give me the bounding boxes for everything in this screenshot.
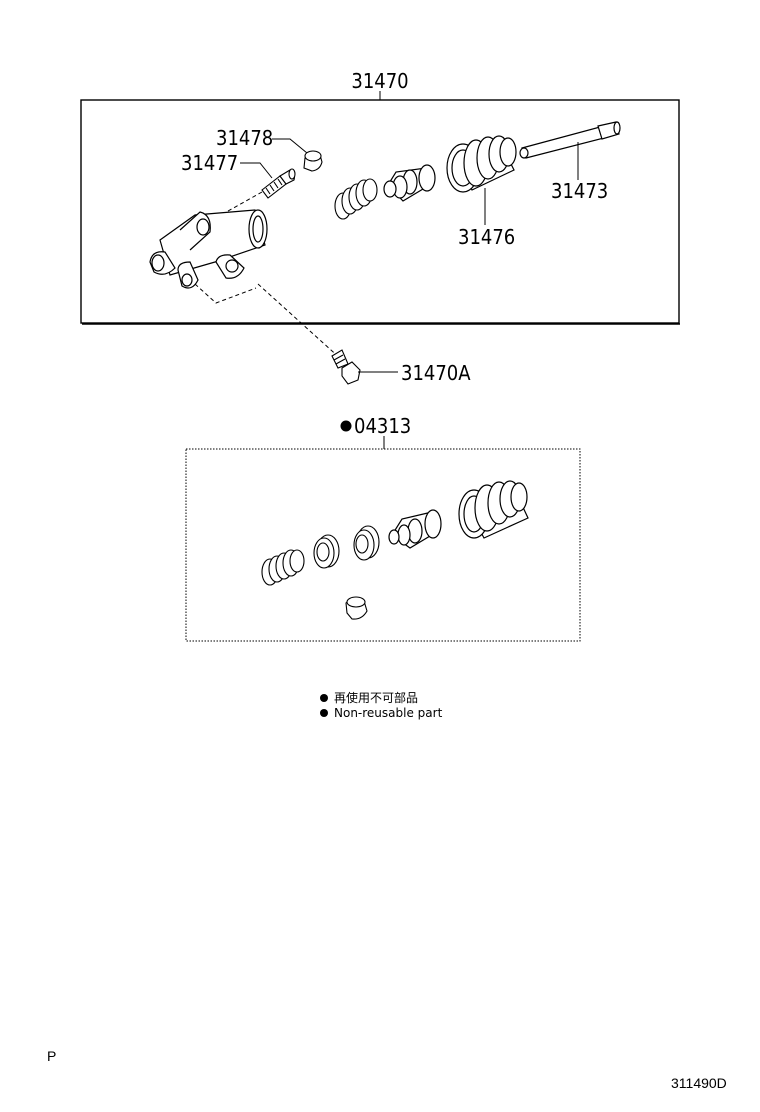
bleeder-dash-line bbox=[211, 191, 263, 221]
bleeder-screw-icon bbox=[261, 168, 296, 199]
legend-english: Non-reusable part bbox=[320, 706, 442, 720]
kit-cup-seal-icon bbox=[313, 534, 340, 569]
non-reusable-mark bbox=[340, 420, 352, 432]
corner-letter: P bbox=[47, 1048, 57, 1064]
legend-bullet-icon bbox=[320, 709, 328, 717]
push-rod-part-number: 31473 bbox=[551, 179, 608, 203]
push-rod-icon bbox=[519, 121, 621, 159]
kit-box bbox=[185, 448, 581, 642]
plug-part-number: 31478 bbox=[216, 126, 273, 150]
mount-dash-outline bbox=[194, 283, 257, 304]
piston-icon bbox=[383, 164, 436, 202]
bolt-group: 31470A bbox=[257, 283, 471, 385]
plug-cap-icon bbox=[303, 150, 323, 172]
assembly-label: 31470 bbox=[351, 69, 408, 93]
bolt-icon bbox=[331, 349, 361, 385]
plug-leader bbox=[272, 138, 308, 154]
kit-spring-icon bbox=[261, 549, 305, 586]
legend-japanese: 再使用不可部品 bbox=[320, 689, 418, 706]
bleeder-part-number: 31477 bbox=[181, 151, 238, 175]
kit-plug-icon bbox=[345, 596, 368, 620]
kit-piston-icon bbox=[388, 509, 442, 549]
kit-piston-seal-icon bbox=[353, 525, 380, 561]
legend-japanese-text: 再使用不可部品 bbox=[334, 691, 419, 705]
boot-icon bbox=[446, 135, 517, 193]
slave-cylinder-icon bbox=[149, 209, 268, 289]
bolt-part-number: 31470A bbox=[401, 361, 471, 385]
bolt-dash-line bbox=[257, 283, 343, 361]
boot-part-number: 31476 bbox=[458, 225, 515, 249]
kit-boot-icon bbox=[458, 480, 529, 539]
diagram-code: 311490D bbox=[671, 1075, 727, 1091]
legend-english-text: Non-reusable part bbox=[334, 706, 443, 720]
legend-bullet-icon bbox=[320, 694, 328, 702]
assembly-group: 31470 31478 31477 bbox=[80, 69, 680, 325]
kit-label: 04313 bbox=[354, 414, 411, 438]
spring-icon bbox=[334, 178, 378, 220]
kit-group: 04313 bbox=[185, 414, 581, 642]
bleeder-leader bbox=[240, 162, 273, 179]
